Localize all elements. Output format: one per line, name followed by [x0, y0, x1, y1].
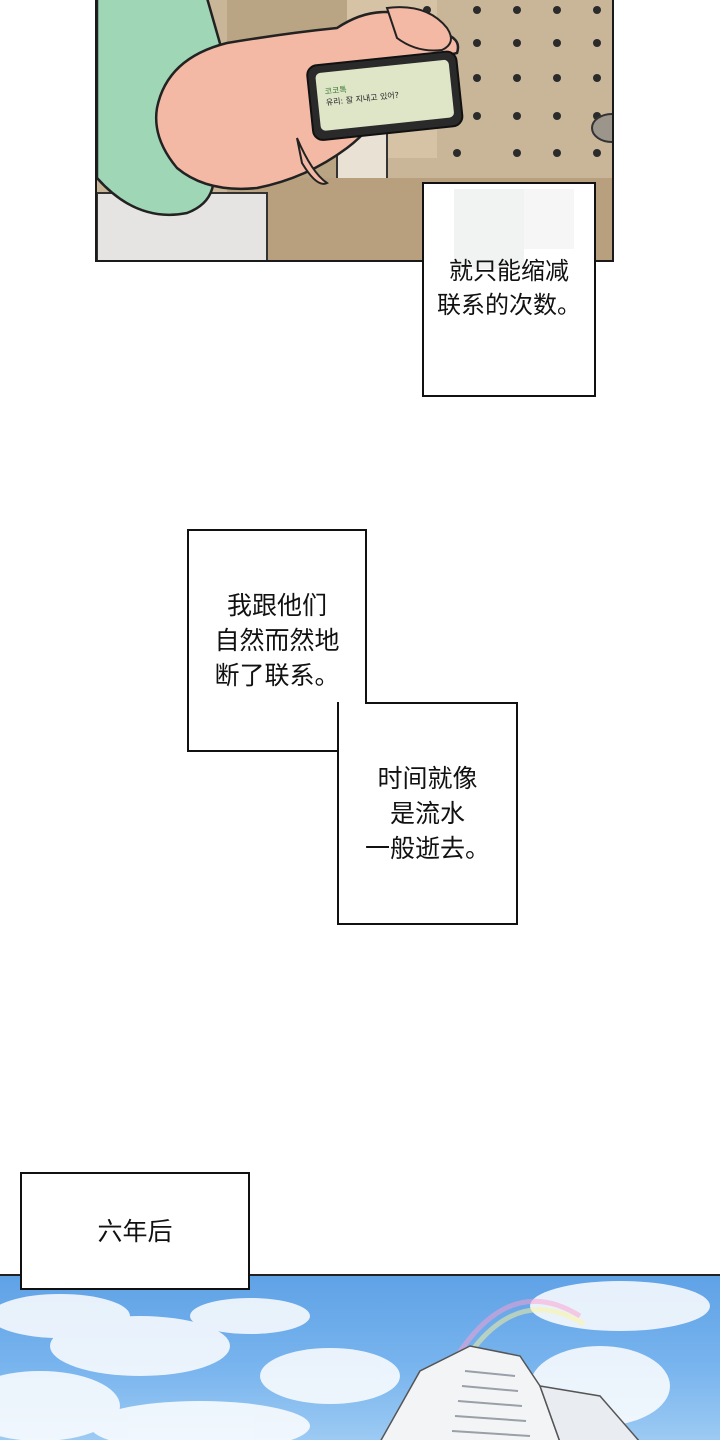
caption-text: 我跟他们 自然而然地 断了联系。 [214, 591, 340, 690]
caption-text: 六年后 [97, 1216, 173, 1246]
caption-six-years-later: 六年后 [20, 1172, 250, 1290]
caption-text: 时间就像 是流水 一般逝去。 [364, 764, 490, 863]
hand-phone-illustration [97, 0, 612, 260]
caption-join [339, 702, 365, 750]
caption-time-flows: 时间就像 是流水 一般逝去。 [337, 702, 518, 925]
caption-reduce-contact: 就只能缩减 联系的次数。 [422, 182, 596, 397]
sky-buildings-illustration [0, 1281, 710, 1440]
comic-panel-phone: 코코톡 유리: 잘 지내고 있어? [95, 0, 614, 262]
comic-panel-sky [0, 1274, 720, 1440]
caption-text: 就只能缩减 联系的次数。 [437, 257, 581, 319]
caption-faded-background [424, 184, 594, 274]
